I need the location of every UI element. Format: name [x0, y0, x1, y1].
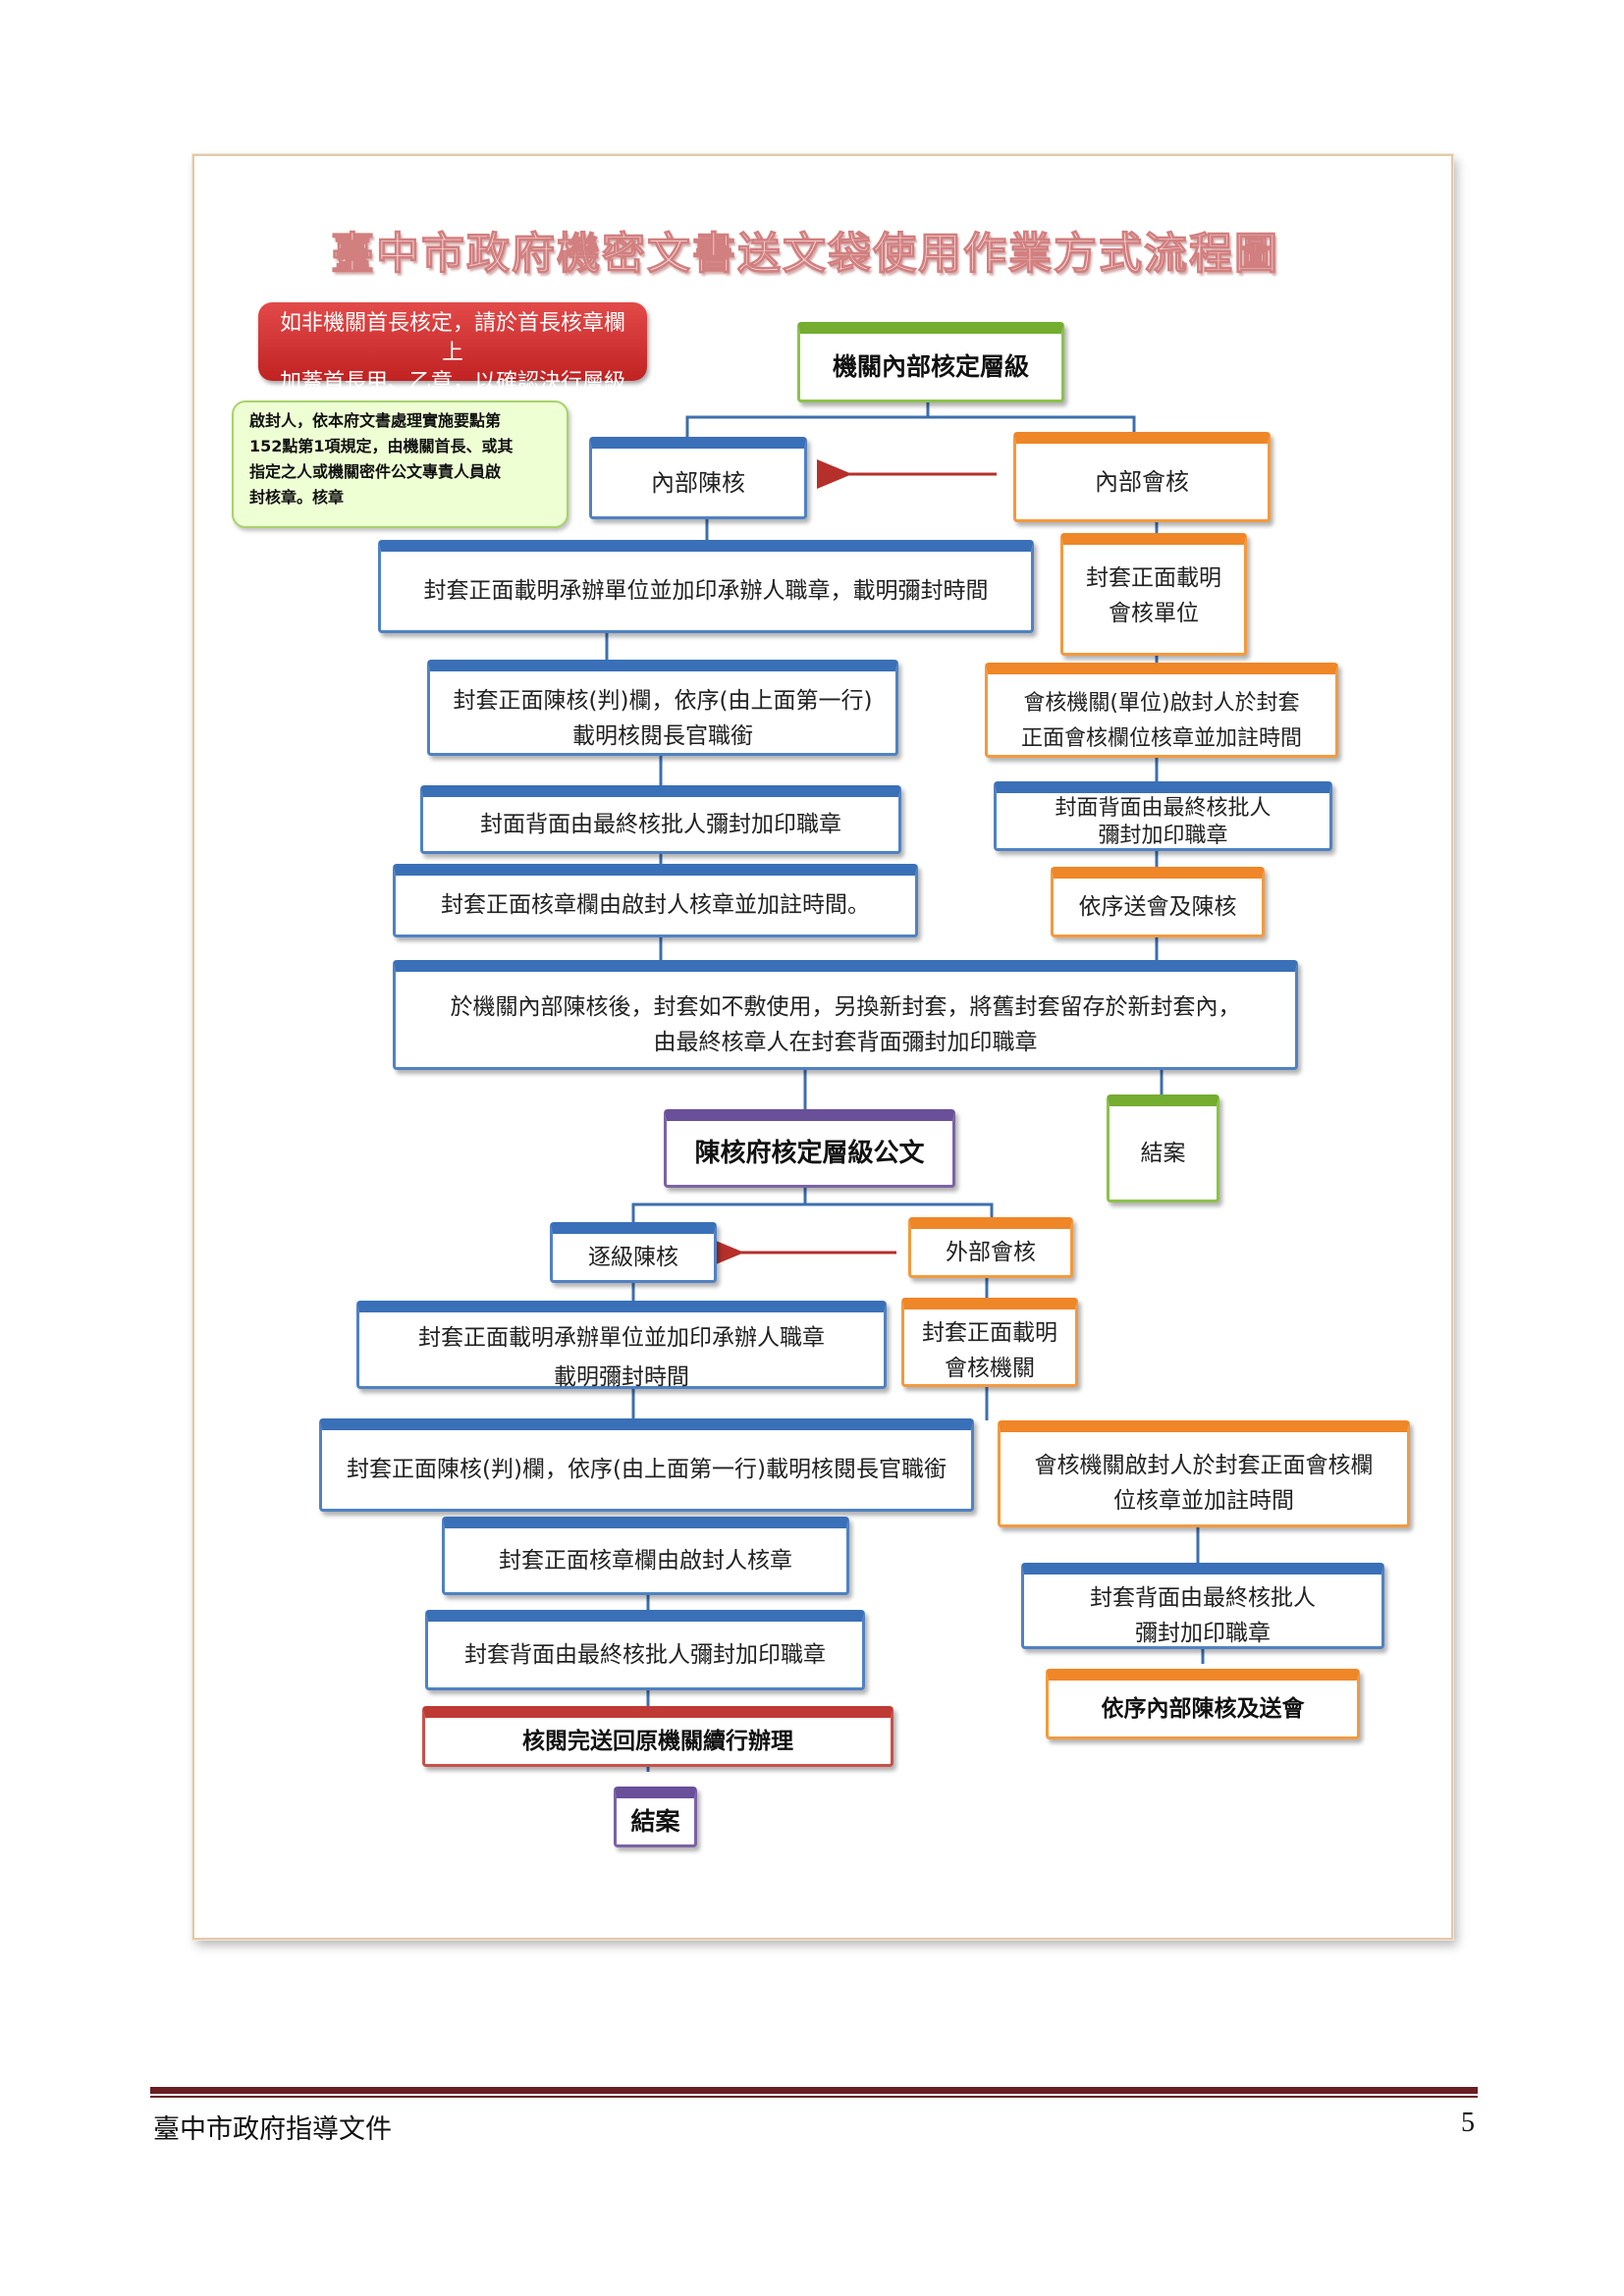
- node-right1-step3-line1: 封面背面由最終核批人: [1055, 796, 1272, 821]
- node-bl-head: 逐級陳核: [550, 1222, 717, 1283]
- node-merge-line2: 由最終核章人在封套背面彌封加印職章: [653, 1030, 1038, 1055]
- node-close-2-text: 結案: [630, 1806, 680, 1836]
- node-bl-step1: 封套正面載明承辦單位並加印承辦人職章 載明彌封時間: [356, 1301, 887, 1390]
- node-br-head: 外部會核: [908, 1217, 1073, 1278]
- node-city-level: 陳核府核定層級公文: [664, 1109, 955, 1188]
- node-right1-step4-text: 依序送會及陳核: [1078, 893, 1237, 920]
- node-bl-step4-text: 封套背面由最終核批人彌封加印職章: [464, 1641, 826, 1668]
- node-close-1-text: 結案: [1140, 1140, 1186, 1166]
- node-br-step1-line1: 封套正面載明: [922, 1320, 1057, 1346]
- node-close-1: 結案: [1107, 1095, 1219, 1202]
- node-right1-step1-line2: 會核單位: [1109, 601, 1199, 626]
- node-br-step4-text: 依序內部陳核及送會: [1101, 1695, 1305, 1722]
- node-br-step2-line2: 位核章並加註時間: [1113, 1488, 1294, 1514]
- node-bl-step4: 封套背面由最終核批人彌封加印職章: [425, 1610, 865, 1690]
- node-internal-level-text: 機關內部核定層級: [832, 351, 1029, 381]
- node-br-step3: 封套背面由最終核批人 彌封加印職章: [1021, 1563, 1384, 1649]
- node-bl-step5-text: 核閱完送回原機關續行辦理: [522, 1728, 793, 1754]
- footer-rule-thin: [150, 2096, 1478, 2098]
- note-red-line-2: 加蓋首長甲、乙章，以確認決行層級: [279, 370, 625, 395]
- node-left1-step2-line1: 封套正面陳核(判)欄，依序(由上面第一行): [453, 688, 873, 714]
- node-right1-step1: 封套正面載明 會核單位: [1060, 533, 1247, 656]
- note-green-line-1: 啟封人，依本府文書處理實施要點第: [249, 411, 502, 430]
- node-bl-head-text: 逐級陳核: [588, 1244, 678, 1270]
- node-right1-step1-line1: 封套正面載明: [1086, 565, 1221, 591]
- node-br-step1: 封套正面載明 會核機關: [901, 1298, 1078, 1387]
- node-internal-cosign-text: 內部會核: [1095, 467, 1189, 496]
- node-bl-step3: 封套正面核章欄由啟封人核章: [442, 1517, 849, 1595]
- node-close-2: 結案: [614, 1787, 697, 1847]
- node-bl-step2-text: 封套正面陳核(判)欄，依序(由上面第一行)載明核閱長官職銜: [347, 1457, 947, 1482]
- note-green-callout: 啟封人，依本府文書處理實施要點第 152點第1項規定，由機關首長、或其 指定之人…: [232, 400, 568, 528]
- node-right1-step3-line2: 彌封加印職章: [1098, 824, 1228, 848]
- node-left1-step1-text: 封套正面載明承辦單位並加印承辦人職章，載明彌封時間: [423, 578, 989, 604]
- node-br-step3-line1: 封套背面由最終核批人: [1090, 1585, 1316, 1611]
- note-red-line-1: 如非機關首長核定，請於首長核章欄上: [279, 311, 625, 365]
- node-internal-review-text: 內部陳核: [651, 468, 745, 497]
- node-merge-line1: 於機關內部陳核後，封套如不敷使用，另換新封套，將舊封套留存於新封套內，: [450, 994, 1241, 1020]
- diagram-title: 臺中市政府機密文書送文袋使用作業方式流程圖: [330, 228, 1279, 279]
- node-bl-step5: 核閱完送回原機關續行辦理: [422, 1706, 893, 1767]
- page-number: 5: [1461, 2108, 1475, 2138]
- note-green-line-4: 封核章。核章: [249, 488, 345, 507]
- node-left1-step4: 封套正面核章欄由啟封人核章並加註時間。: [393, 864, 918, 937]
- node-merge: 於機關內部陳核後，封套如不敷使用，另換新封套，將舊封套留存於新封套內， 由最終核…: [393, 960, 1298, 1070]
- node-bl-step1-line2: 載明彌封時間: [554, 1364, 689, 1390]
- node-internal-review: 內部陳核: [589, 437, 807, 519]
- node-br-step1-line2: 會核機關: [945, 1356, 1035, 1381]
- node-br-step2-line1: 會核機關啟封人於封套正面會核欄: [1034, 1453, 1374, 1478]
- node-left1-step4-text: 封套正面核章欄由啟封人核章並加註時間。: [441, 892, 870, 918]
- node-br-step4: 依序內部陳核及送會: [1046, 1669, 1360, 1739]
- node-left1-step1: 封套正面載明承辦單位並加印承辦人職章，載明彌封時間: [378, 540, 1034, 633]
- node-bl-step1-line1: 封套正面載明承辦單位並加印承辦人職章: [418, 1325, 825, 1351]
- node-internal-cosign: 內部會核: [1013, 432, 1271, 522]
- node-br-step3-line2: 彌封加印職章: [1135, 1621, 1271, 1646]
- footer-rule: [150, 2087, 1478, 2094]
- node-right1-step3: 封面背面由最終核批人 彌封加印職章: [994, 781, 1332, 851]
- node-left1-step2: 封套正面陳核(判)欄，依序(由上面第一行) 載明核閱長官職銜: [427, 660, 898, 756]
- node-internal-level: 機關內部核定層級: [797, 322, 1064, 402]
- node-right1-step4: 依序送會及陳核: [1051, 867, 1265, 937]
- node-bl-step2: 封套正面陳核(判)欄，依序(由上面第一行)載明核閱長官職銜: [319, 1418, 974, 1512]
- footer-title: 臺中市政府指導文件: [153, 2114, 392, 2145]
- node-bl-step3-text: 封套正面核章欄由啟封人核章: [499, 1547, 792, 1574]
- node-br-head-text: 外部會核: [946, 1239, 1036, 1265]
- node-right1-step2-line1: 會核機關(單位)啟封人於封套: [1023, 691, 1300, 716]
- note-red-callout: 如非機關首長核定，請於首長核章欄上 加蓋首長甲、乙章，以確認決行層級: [258, 302, 647, 395]
- node-city-level-text: 陳核府核定層級公文: [694, 1138, 925, 1168]
- node-br-step2: 會核機關啟封人於封套正面會核欄 位核章並加註時間: [998, 1420, 1410, 1527]
- note-green-line-3: 指定之人或機關密件公文專責人員啟: [249, 462, 502, 481]
- node-left1-step2-line2: 載明核閱長官職銜: [572, 723, 753, 749]
- note-green-line-2: 152點第1項規定，由機關首長、或其: [249, 437, 514, 455]
- node-left1-step3: 封面背面由最終核批人彌封加印職章: [420, 785, 901, 854]
- node-right1-step2-line2: 正面會核欄位核章並加註時間: [1020, 726, 1302, 751]
- node-left1-step3-text: 封面背面由最終核批人彌封加印職章: [480, 811, 841, 837]
- node-right1-step2: 會核機關(單位)啟封人於封套 正面會核欄位核章並加註時間: [985, 663, 1338, 758]
